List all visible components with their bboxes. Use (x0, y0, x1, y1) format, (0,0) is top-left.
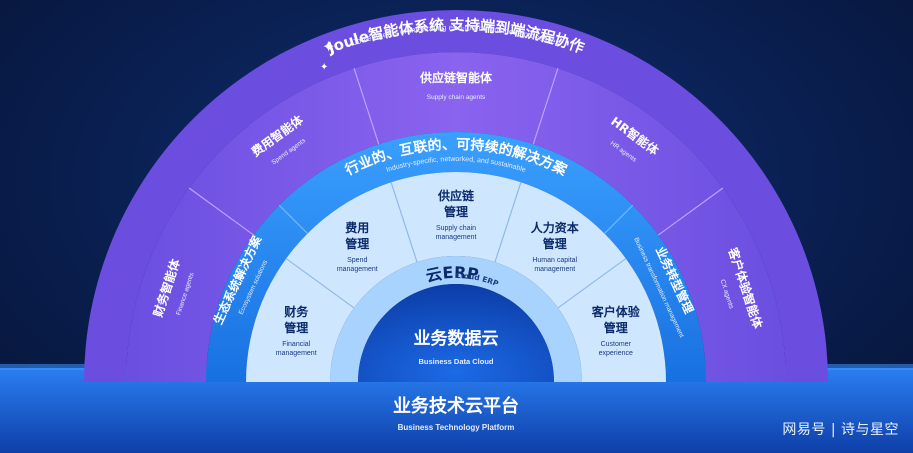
segment-divider (390, 182, 418, 263)
core-title: 业务数据云 (414, 328, 499, 349)
platform-base (0, 368, 913, 453)
segment-divider (278, 204, 308, 234)
segment-divider (557, 258, 627, 309)
module-label-cn2: 管理 (543, 236, 567, 251)
joule-sparkle-icon: ✦ (322, 37, 335, 56)
joule-sparkle-icon-small: ✦ (320, 62, 328, 73)
core-subtitle: Business Data Cloud (418, 357, 493, 366)
cloud-erp-ring (330, 256, 582, 382)
cloud-erp-title: 云ERP (424, 263, 480, 286)
module-label-cn1: 客户体验 (591, 304, 641, 319)
module-label-en2: management (276, 350, 317, 357)
module-label-en1: Human capital (532, 257, 577, 264)
platform-subtitle: Business Technology Platform (398, 423, 515, 432)
module-label-en2: management (436, 234, 477, 241)
modules-ring (246, 172, 666, 382)
module-label-cn1: 供应链 (437, 188, 475, 203)
segment-dividers (188, 67, 724, 309)
module-label-cn2: 管理 (604, 320, 628, 335)
business-data-cloud-core (358, 284, 554, 382)
module-label-cn1: 财务 (283, 304, 309, 319)
module-label-en1: Customer (601, 341, 632, 348)
segment-divider (604, 204, 634, 234)
module-label-cn2: 管理 (444, 204, 468, 219)
segment-divider (353, 67, 380, 145)
module-label-en1: Spend (347, 257, 367, 264)
module-label-cn1: 人力资本 (531, 220, 579, 235)
solutions-ring (206, 132, 706, 382)
segment-divider (285, 258, 355, 309)
segment-divider (188, 187, 255, 236)
module-label-en1: Financial (282, 341, 310, 348)
module-label-en2: management (337, 266, 378, 273)
watermark: 网易号 | 诗与星空 (782, 422, 899, 438)
outer-joule-ring (84, 10, 828, 382)
module-label-en2: experience (599, 350, 633, 357)
agent-label-en: Supply chain agents (427, 94, 486, 101)
segment-divider (657, 187, 724, 236)
module-label-en1: Supply chain (436, 225, 476, 232)
platform-title: 业务技术云平台 (393, 395, 519, 417)
module-label-cn2: 管理 (345, 236, 369, 251)
segment-divider (494, 182, 522, 263)
module-label-cn2: 管理 (284, 320, 308, 335)
agents-ring (126, 52, 786, 382)
module-label-en2: management (534, 266, 575, 273)
agent-label-cn: 供应链智能体 (419, 70, 493, 85)
segment-divider (532, 67, 559, 145)
module-label-cn1: 费用 (345, 220, 369, 235)
